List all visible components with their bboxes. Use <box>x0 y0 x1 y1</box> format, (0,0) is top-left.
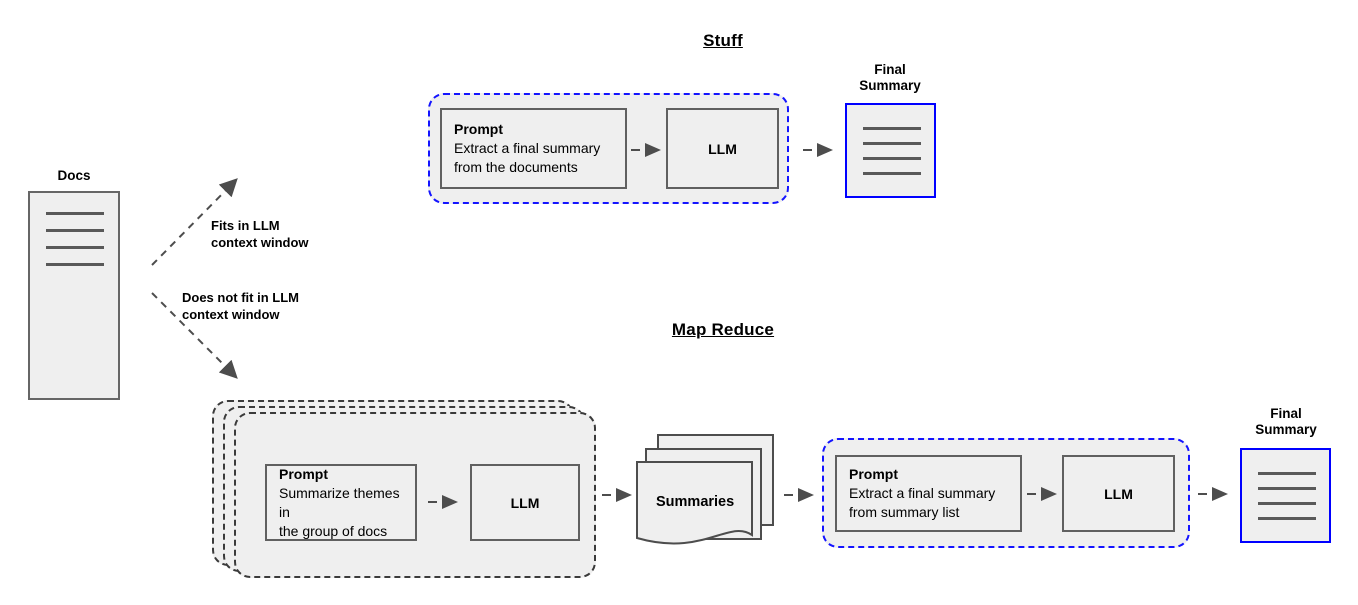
map-llm-box: LLM <box>470 464 580 541</box>
dashed-arrow-down-right-icon <box>151 292 238 379</box>
map-reduce-section-title: Map Reduce <box>633 320 813 340</box>
stuff-final-summary-caption: Final Summary <box>840 62 940 94</box>
map-reduce-final-summary-caption: Final Summary <box>1236 406 1336 438</box>
final-summary-text-line <box>1258 487 1316 490</box>
final-summary-text-line <box>863 172 921 175</box>
stuff-final-summary-document-icon <box>845 103 936 198</box>
stuff-prompt-title: Prompt <box>454 121 503 137</box>
stuff-llm-label: LLM <box>708 140 737 157</box>
summaries-document-stack-icon <box>636 434 774 545</box>
reduce-prompt-title: Prompt <box>849 466 898 482</box>
stuff-arrow-prompt-to-llm-icon <box>631 143 661 157</box>
docs-text-line <box>46 246 104 249</box>
reduce-llm-label: LLM <box>1104 485 1133 502</box>
branch-label-fits-line1: Fits in LLM <box>211 218 280 233</box>
reduce-llm-box: LLM <box>1062 455 1175 532</box>
docs-text-line <box>46 212 104 215</box>
stuff-arrow-to-final-summary-icon <box>803 143 833 157</box>
final-summary-text-line <box>863 127 921 130</box>
stuff-final-summary-caption-line1: Final <box>874 62 906 77</box>
summaries-label: Summaries <box>656 494 735 510</box>
map-arrow-to-summaries-icon <box>602 488 632 502</box>
map-reduce-final-summary-caption-line1: Final <box>1270 406 1302 421</box>
reduce-prompt-body: Extract a final summary from summary lis… <box>849 485 996 520</box>
map-prompt-box: Prompt Summarize themes in the group of … <box>265 464 417 541</box>
docs-text-line <box>46 229 104 232</box>
final-summary-text-line <box>863 142 921 145</box>
dashed-arrow-up-right-icon <box>151 178 238 266</box>
stuff-prompt-body: Extract a final summary from the documen… <box>454 140 601 175</box>
branch-label-fits: Fits in LLM context window <box>211 217 309 251</box>
branch-label-fits-line2: context window <box>211 235 309 250</box>
stuff-prompt-box: Prompt Extract a final summary from the … <box>440 108 627 189</box>
branch-label-does-not-fit-line1: Does not fit in LLM <box>182 290 299 305</box>
final-summary-text-line <box>1258 502 1316 505</box>
map-reduce-final-summary-caption-line2: Summary <box>1255 422 1317 437</box>
final-summary-text-line <box>863 157 921 160</box>
map-reduce-title-text: Map Reduce <box>671 320 775 339</box>
map-arrow-prompt-to-llm-icon <box>428 495 458 509</box>
map-reduce-final-summary-document-icon <box>1240 448 1331 543</box>
final-summary-text-line <box>1258 517 1316 520</box>
stuff-section-title: Stuff <box>633 31 813 51</box>
branch-label-does-not-fit-line2: context window <box>182 307 280 322</box>
reduce-arrow-to-final-summary-icon <box>1198 487 1228 501</box>
map-llm-label: LLM <box>510 494 540 511</box>
final-summary-text-line <box>1258 472 1316 475</box>
branch-label-does-not-fit: Does not fit in LLM context window <box>182 289 299 323</box>
docs-caption: Docs <box>28 168 120 184</box>
docs-label: Docs <box>57 168 91 183</box>
docs-text-line <box>46 263 104 266</box>
map-prompt-body: Summarize themes in the group of docs <box>279 484 400 539</box>
stuff-llm-box: LLM <box>666 108 779 189</box>
map-prompt-title: Prompt <box>279 465 328 482</box>
stuff-final-summary-caption-line2: Summary <box>859 78 921 93</box>
summaries-arrow-to-reduce-icon <box>784 488 814 502</box>
reduce-arrow-prompt-to-llm-icon <box>1027 487 1057 501</box>
reduce-prompt-box: Prompt Extract a final summary from summ… <box>835 455 1022 532</box>
stuff-title-text: Stuff <box>703 31 743 50</box>
docs-document-icon <box>28 191 120 400</box>
